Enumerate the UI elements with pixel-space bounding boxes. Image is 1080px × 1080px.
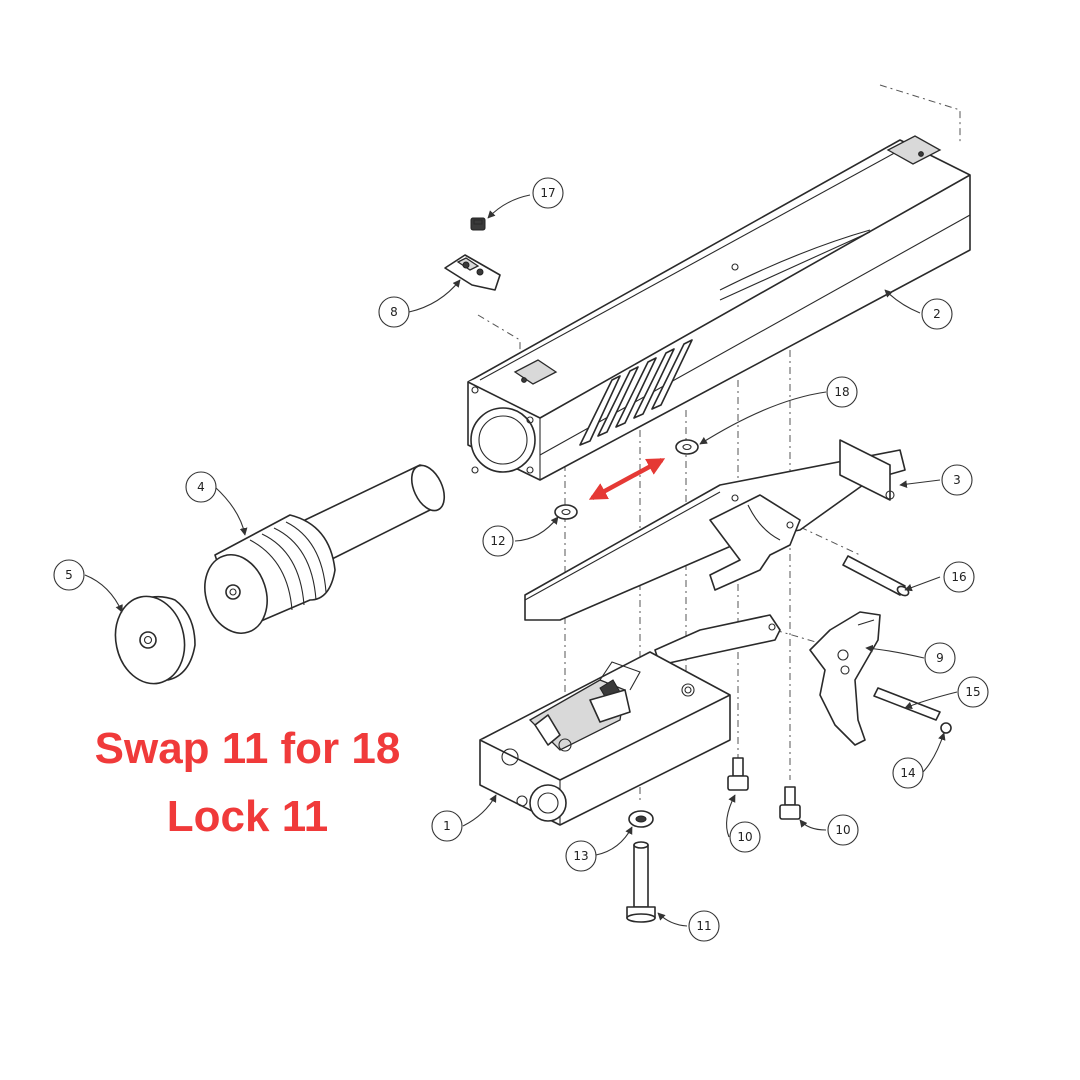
part-12-screw bbox=[626, 841, 656, 923]
callout-16-label: 16 bbox=[951, 570, 966, 584]
callout-3-label: 3 bbox=[953, 473, 961, 487]
callout-9-label: 9 bbox=[936, 651, 944, 665]
part-2-frame bbox=[467, 135, 971, 481]
callout-13-label: 13 bbox=[573, 849, 588, 863]
part-4-guide bbox=[204, 464, 446, 634]
callout-8: 8 bbox=[378, 296, 410, 328]
callout-5-label: 5 bbox=[65, 568, 73, 582]
part-3-trigger-bar bbox=[524, 439, 906, 666]
part-13-washer bbox=[628, 810, 654, 828]
annotation-line-2: Lock 11 bbox=[166, 792, 329, 841]
part-5-endcap bbox=[114, 595, 196, 685]
callout-1-label: 1 bbox=[443, 819, 451, 833]
part-17-screw bbox=[470, 217, 486, 231]
callout-14: 14 bbox=[892, 757, 924, 789]
part-1-housing bbox=[479, 651, 731, 826]
annotation-line-1: Swap 11 for 18 bbox=[94, 724, 401, 773]
part-10-screw-a bbox=[727, 757, 749, 791]
callout-leaders bbox=[84, 194, 958, 927]
callout-16: 16 bbox=[943, 561, 975, 593]
callout-1: 1 bbox=[431, 810, 463, 842]
callout-5: 5 bbox=[53, 559, 85, 591]
part-15-pin bbox=[873, 687, 941, 721]
callout-3: 3 bbox=[941, 464, 973, 496]
part-18-washer bbox=[675, 439, 699, 455]
slide-serrations bbox=[579, 339, 693, 446]
callout-10-b: 10 bbox=[827, 814, 859, 846]
callout-4-label: 4 bbox=[197, 480, 205, 494]
callout-8-label: 8 bbox=[390, 305, 398, 319]
part-8-sight bbox=[444, 254, 501, 291]
callout-18: 18 bbox=[826, 376, 858, 408]
callout-15: 15 bbox=[957, 676, 989, 708]
callout-12: 11 bbox=[688, 910, 720, 942]
part-14-clip bbox=[940, 722, 952, 734]
callout-15-label: 15 bbox=[965, 685, 980, 699]
callout-11-label: 12 bbox=[490, 534, 505, 548]
callout-10-a-label: 10 bbox=[737, 830, 752, 844]
callout-4: 4 bbox=[185, 471, 217, 503]
callout-18-label: 18 bbox=[834, 385, 849, 399]
callout-17: 17 bbox=[532, 177, 564, 209]
part-11-washer bbox=[554, 504, 578, 520]
callout-14-label: 14 bbox=[900, 766, 915, 780]
swap-arrow bbox=[588, 458, 666, 500]
callout-9: 9 bbox=[924, 642, 956, 674]
callout-13: 13 bbox=[565, 840, 597, 872]
callout-11: 12 bbox=[482, 525, 514, 557]
part-10-screw-b bbox=[779, 786, 801, 820]
callout-12-label: 11 bbox=[696, 919, 711, 933]
callout-2-label: 2 bbox=[933, 307, 941, 321]
part-16-pin bbox=[842, 555, 910, 597]
callout-17-label: 17 bbox=[540, 186, 555, 200]
callout-10-a: 10 bbox=[729, 821, 761, 853]
callout-10-b-label: 10 bbox=[835, 823, 850, 837]
part-9-trigger bbox=[809, 611, 881, 746]
callout-2: 2 bbox=[921, 298, 953, 330]
